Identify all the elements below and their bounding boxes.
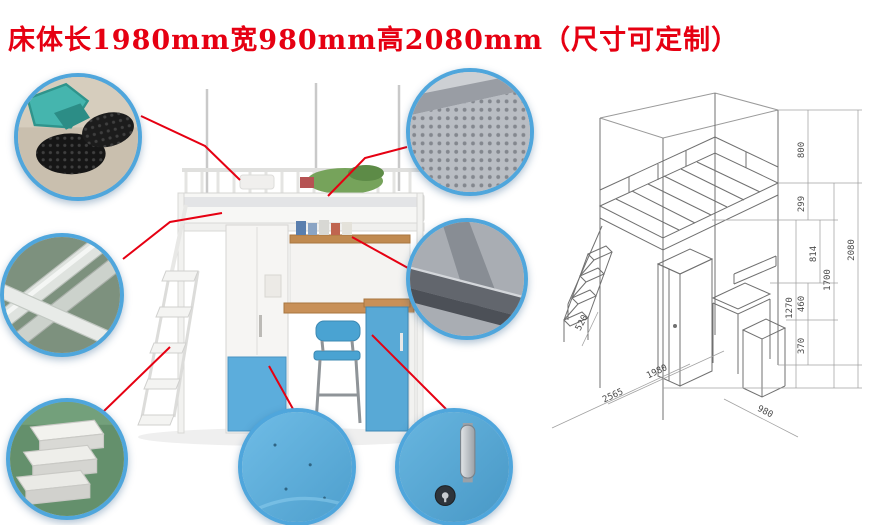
dim-370: 370 [797,338,807,354]
pillow [239,174,275,190]
dim-1270: 1270 [785,297,795,319]
ladder [137,204,200,426]
wireframe-desk [711,282,772,374]
books [296,220,352,235]
dim-2565: 2565 [601,387,625,405]
callout-handle-lock-detail [395,408,513,525]
size-title: 床体长1980mm宽980mm高2080mm（尺寸可定制） [8,25,740,56]
door-lock [434,485,456,507]
dim-1980: 1980 [645,363,669,381]
cabinet-handle [400,333,403,351]
dim-2080: 2080 [847,239,857,261]
desk-hutch [289,220,411,304]
door-handle [460,423,476,483]
beam-joint-photo [410,222,524,336]
wardrobe [225,224,289,434]
callout-ladder-step-detail [6,398,128,520]
chair [313,320,362,424]
wireframe-shelf [733,255,777,285]
callout-perforated-panel-detail [406,68,534,196]
dim-980: 980 [755,404,774,420]
dim-1700: 1700 [823,269,833,291]
dim-800: 800 [797,142,807,158]
callout-foot-pad-detail [14,73,142,201]
wireframe-bed [563,92,787,420]
ladder-step-photo [10,402,124,516]
callout-beam-joint-detail [406,218,528,340]
wardrobe-poster [264,274,282,298]
dim-814: 814 [809,246,819,262]
side-cabinet [363,298,411,432]
callout-door-panel-detail [238,408,356,525]
dimension-labels: 1270 800 299 460 370 814 1700 2080 520 1… [574,142,857,420]
frame-tube-photo [4,237,120,353]
technical-drawing: 1270 800 299 460 370 814 1700 2080 520 1… [551,92,862,438]
dimension-lines [551,109,862,438]
dim-460: 460 [797,296,807,312]
foot-pad-photo [18,77,138,197]
wireframe-ladder [563,225,613,342]
perforated-panel-photo [410,72,530,192]
callout-frame-tube-detail [0,233,124,357]
door-panel-photo [242,412,352,522]
wireframe-lower-cabinet [741,318,787,398]
dim-299: 299 [797,196,807,212]
wireframe-wardrobe [656,248,714,387]
handle-lock-photo [399,412,509,522]
